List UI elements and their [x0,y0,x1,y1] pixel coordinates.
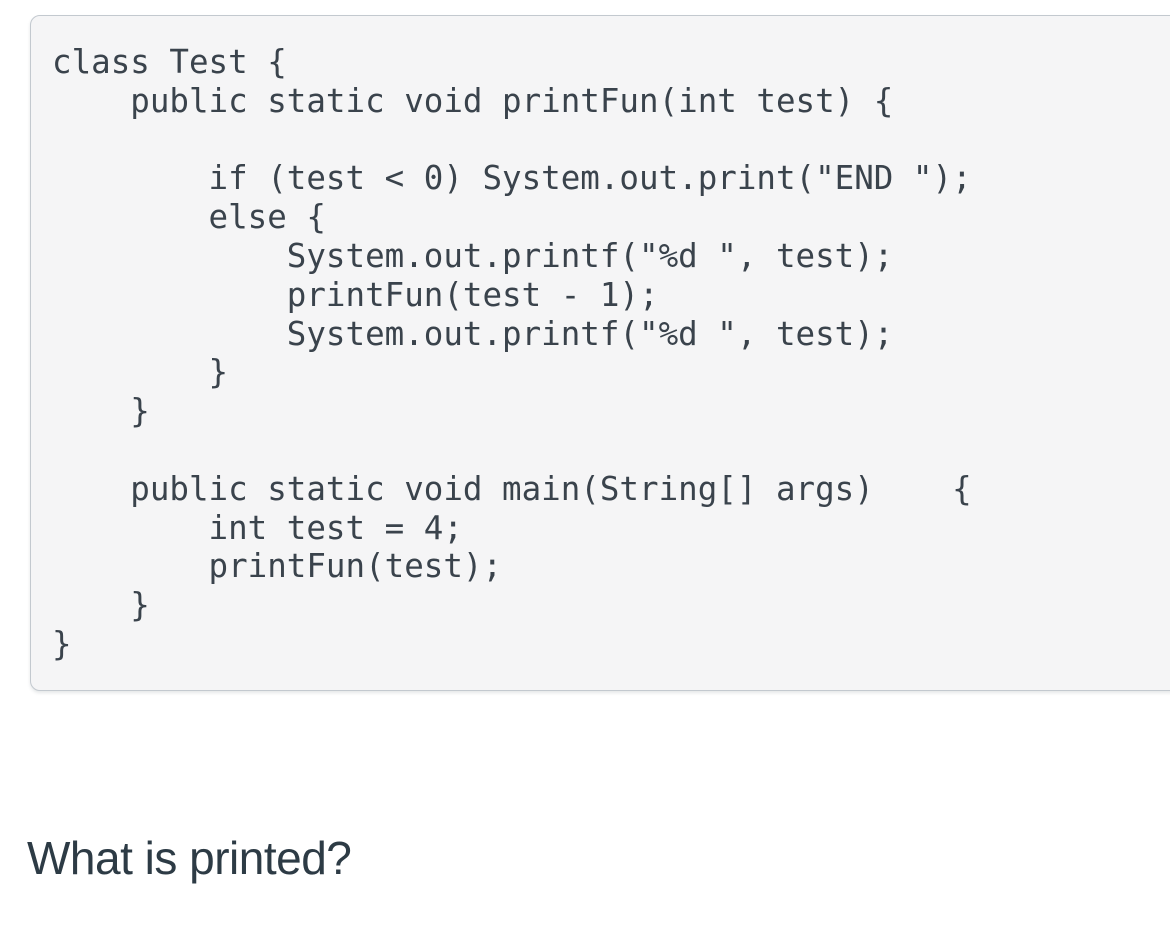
code-content: class Test { public static void printFun… [52,43,972,663]
question-text: What is printed? [27,832,352,884]
code-block: class Test { public static void printFun… [52,43,1170,664]
code-block-panel: class Test { public static void printFun… [30,15,1170,691]
